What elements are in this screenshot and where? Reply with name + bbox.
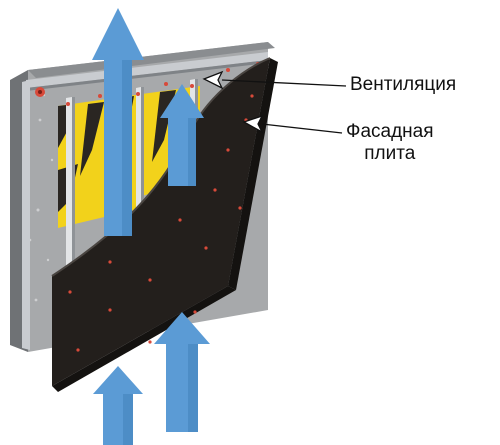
facade-panel-label: Фасадная плита xyxy=(346,121,434,165)
facade-panel xyxy=(51,57,278,392)
callout-pointer-icon xyxy=(202,70,224,90)
airflow-arrow-icon xyxy=(154,312,210,432)
facade-panel-label-line2: плита xyxy=(364,143,416,164)
airflow-arrow-icon xyxy=(93,366,143,445)
callout-pointer-icon xyxy=(242,114,264,134)
airflow-arrow-icon xyxy=(92,8,144,236)
airflow-arrows xyxy=(92,8,210,445)
callout-lines xyxy=(202,70,347,134)
facade-panel-label-line1: Фасадная xyxy=(346,121,434,142)
ventilation-label: Вентиляция xyxy=(350,74,457,95)
airflow-arrow-icon xyxy=(160,84,204,186)
